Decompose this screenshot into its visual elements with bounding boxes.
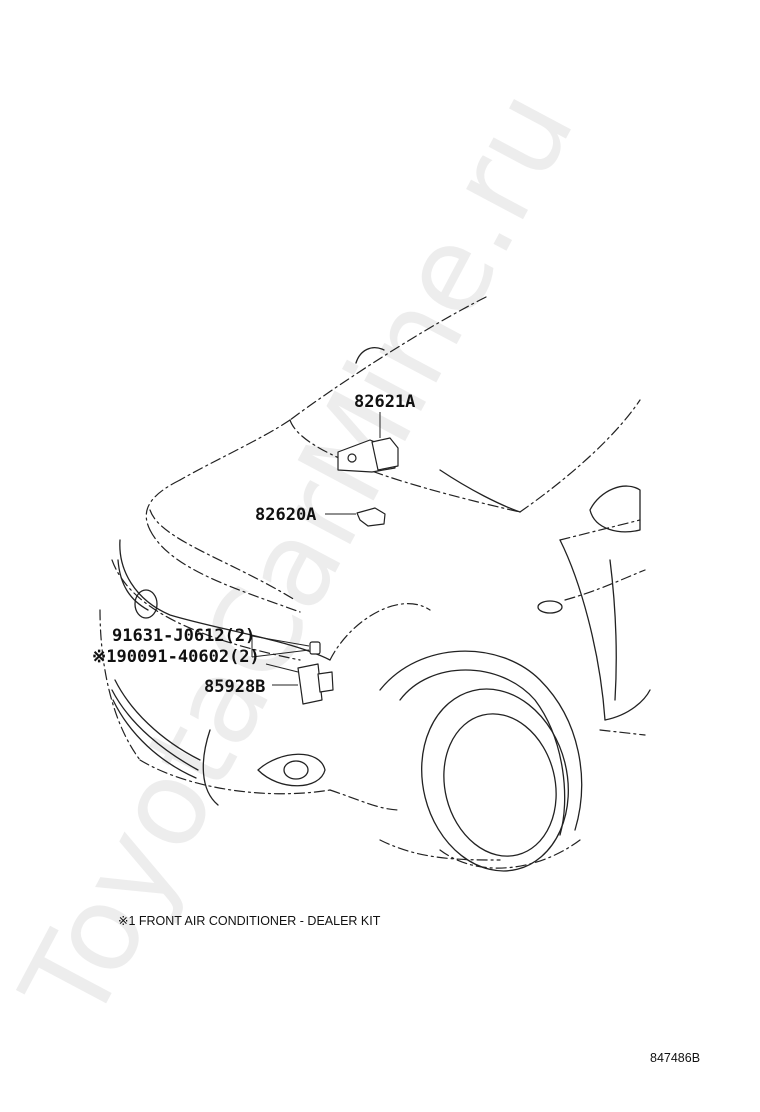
- document-number: 847486B: [650, 1051, 700, 1065]
- label-91631-J0612: 91631-J0612(2): [112, 626, 255, 646]
- car-outline: [99, 296, 651, 872]
- label-90091-40602: ※190091-40602(2): [92, 647, 260, 667]
- part-82621A: [337, 437, 399, 473]
- label-85928B: 85928B: [204, 677, 265, 697]
- watermark: ToyotaCarMine.ru: [0, 68, 601, 1044]
- footnote: ※1 FRONT AIR CONDITIONER - DEALER KIT: [118, 914, 381, 928]
- leader-lines: [251, 412, 381, 686]
- part-82620A: [356, 507, 386, 527]
- part-bolt: [309, 641, 321, 655]
- label-82620A: 82620A: [255, 505, 316, 525]
- part-85928B: [297, 663, 334, 705]
- label-82621A: 82621A: [354, 392, 415, 412]
